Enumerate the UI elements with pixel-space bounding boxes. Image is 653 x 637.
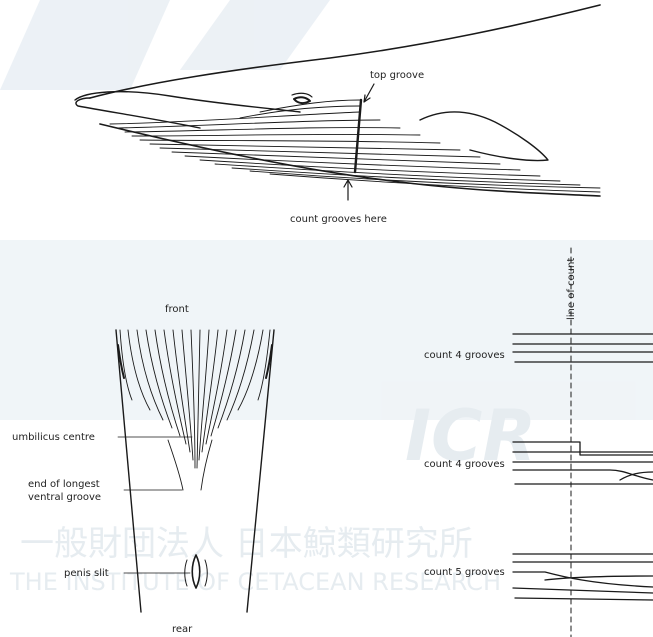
umbilicus-label: umbilicus centre bbox=[12, 432, 95, 443]
front-label: front bbox=[165, 304, 189, 315]
whale-side-view: top groove count grooves here bbox=[75, 5, 600, 225]
whale-flipper bbox=[420, 112, 548, 161]
count-line bbox=[355, 100, 361, 172]
count-example-1-label: count 4 grooves bbox=[424, 350, 505, 361]
whale-eye bbox=[294, 97, 310, 103]
top-groove-label: top groove bbox=[370, 70, 424, 81]
count-example-3-label: count 5 grooves bbox=[424, 567, 505, 578]
top-groove-arrow bbox=[364, 84, 374, 102]
watermark-japanese: 一般財団法人 日本鯨類研究所 bbox=[20, 524, 473, 564]
whale-mouth-line bbox=[75, 92, 300, 112]
count-here-label: count grooves here bbox=[290, 214, 387, 225]
count-example-2-label: count 4 grooves bbox=[424, 459, 505, 470]
penis-slit-label: penis slit bbox=[64, 568, 109, 579]
rear-label: rear bbox=[172, 624, 193, 635]
longest-groove-label-line1: end of longest bbox=[28, 479, 100, 490]
longest-groove-label-line2: ventral groove bbox=[28, 492, 101, 503]
whale-ventral-grooves bbox=[110, 100, 600, 192]
whale-back-outline bbox=[90, 5, 600, 98]
count-here-arrow bbox=[344, 180, 352, 200]
watermark: ICR 一般財団法人 日本鯨類研究所 THE INSTITUTE OF CETA… bbox=[0, 0, 653, 596]
